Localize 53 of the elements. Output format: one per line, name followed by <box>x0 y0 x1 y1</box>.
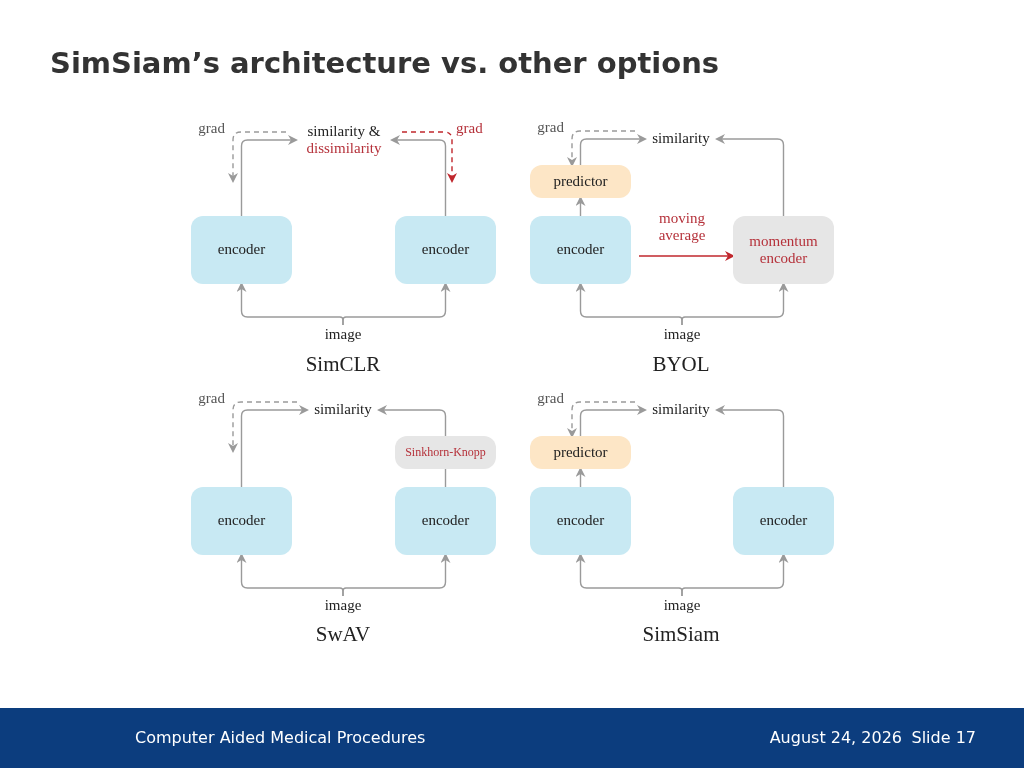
encoder-box: encoder <box>733 487 834 555</box>
arrow <box>575 467 586 488</box>
arrow <box>377 405 447 437</box>
predictor-box: predictor <box>530 436 631 469</box>
node-label: similarity <box>652 401 710 419</box>
edge-label: grad <box>198 390 225 408</box>
node-label: similarity <box>314 401 372 419</box>
arrow <box>638 251 735 261</box>
footer-text: Slide 17 <box>911 728 976 747</box>
diagram-caption: BYOL <box>652 352 710 377</box>
arrow <box>342 553 451 597</box>
module-box: Sinkhorn-Knopp <box>395 436 496 469</box>
slide-title: SimSiam’s architecture vs. other options <box>50 46 720 80</box>
arrow <box>390 135 447 217</box>
module-box: momentum encoder <box>733 216 834 284</box>
encoder-box: encoder <box>191 216 292 284</box>
arrow <box>715 134 785 217</box>
edge-label: grad <box>198 120 225 138</box>
arrow <box>579 134 647 166</box>
arrow <box>681 282 789 326</box>
node-label: image <box>324 326 362 344</box>
arrow <box>228 401 298 453</box>
node-label: image <box>663 597 701 615</box>
edge-label: grad <box>456 120 483 138</box>
node-label: image <box>324 597 362 615</box>
diagram-caption: SimSiam <box>642 622 720 647</box>
edge-label: grad <box>537 119 564 137</box>
node-label: dissimilarity <box>306 140 382 158</box>
footer-text: August 24, 2026 <box>769 728 902 747</box>
diagram-caption: SwAV <box>315 622 371 647</box>
arrow <box>228 131 287 183</box>
arrow <box>715 405 785 488</box>
footer-text: Computer Aided Medical Procedures <box>135 728 426 747</box>
predictor-box: predictor <box>530 165 631 198</box>
encoder-box: encoder <box>530 216 631 284</box>
encoder-box: encoder <box>395 487 496 555</box>
edge-label: grad <box>537 390 564 408</box>
encoder-box: encoder <box>530 487 631 555</box>
arrow <box>342 282 451 326</box>
diagram-caption: SimCLR <box>305 352 381 377</box>
node-label: similarity <box>652 130 710 148</box>
arrow <box>401 131 457 183</box>
encoder-box: encoder <box>191 487 292 555</box>
encoder-box: encoder <box>395 216 496 284</box>
arrow <box>681 553 789 597</box>
node-label: similarity & <box>307 122 381 140</box>
arrow <box>567 401 636 438</box>
node-label: image <box>663 326 701 344</box>
arrow <box>579 405 647 437</box>
arrow <box>575 196 586 217</box>
arrow <box>567 130 636 167</box>
arrow <box>240 135 298 217</box>
arrow <box>240 405 309 488</box>
